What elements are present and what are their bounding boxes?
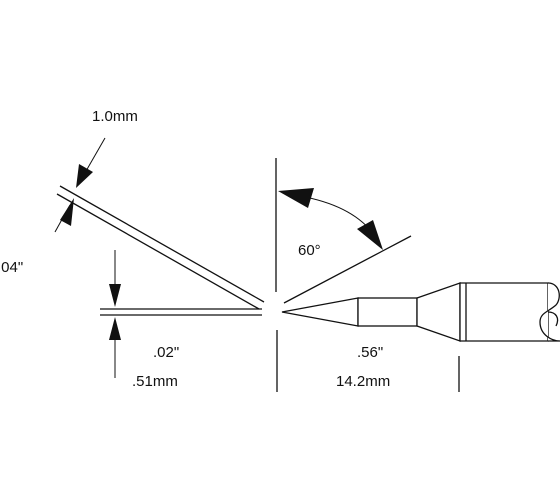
angle-label: 60°: [298, 242, 321, 259]
length-dimension: [276, 330, 460, 392]
solder-tip-body: [281, 282, 560, 342]
tip-cone: [281, 297, 359, 327]
tip-shaft: [357, 297, 418, 327]
angle-arc: [299, 195, 373, 233]
tip-in-label: .02": [153, 344, 179, 361]
tip-taper: [416, 282, 461, 342]
length-mm-label: 14.2mm: [336, 373, 390, 390]
tip-dimension: [100, 250, 262, 378]
tip-arrow-top: [109, 284, 121, 307]
angle-dimension: [275, 158, 412, 304]
width-arrow-lower: [60, 198, 74, 226]
angle-slanted-line: [283, 235, 412, 304]
angle-arrow-right: [357, 220, 383, 250]
blade-lower-line: [56, 193, 260, 310]
tip-arrow-bottom: [109, 317, 121, 340]
tip-mm-label: .51mm: [132, 373, 178, 390]
blade-upper-line: [59, 185, 265, 303]
width-arrow-upper: [76, 164, 93, 188]
length-in-label: .56": [357, 344, 383, 361]
barrel-break: [539, 282, 560, 342]
width-mm-label: 1.0mm: [92, 108, 138, 125]
width-dimension: [54, 137, 265, 310]
width-in-label: .04": [0, 259, 23, 276]
tip-barrel: [459, 282, 549, 342]
barrel-break-curve: [547, 311, 559, 327]
angle-arrow-left: [278, 188, 314, 208]
